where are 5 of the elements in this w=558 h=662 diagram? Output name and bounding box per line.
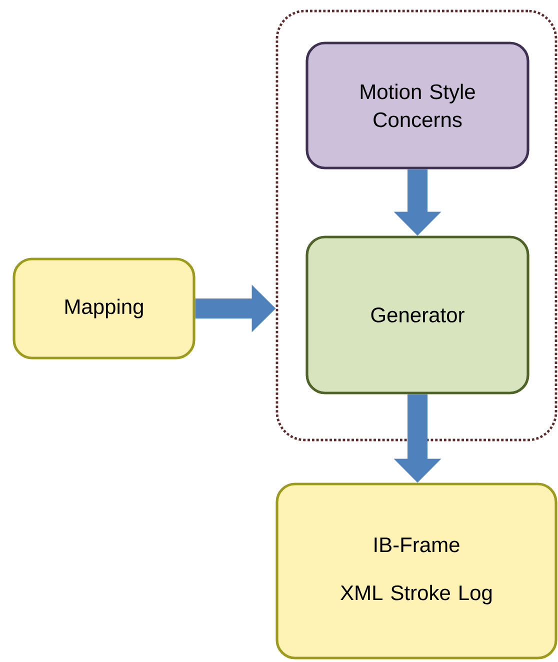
process-box: Generator — [306, 236, 530, 394]
process-box: Motion Style Concerns — [306, 42, 530, 170]
dotted-group-outline — [276, 10, 558, 442]
process-box: IB-Frame XML Stroke Log — [276, 482, 558, 660]
process-box: Mapping — [12, 258, 196, 360]
